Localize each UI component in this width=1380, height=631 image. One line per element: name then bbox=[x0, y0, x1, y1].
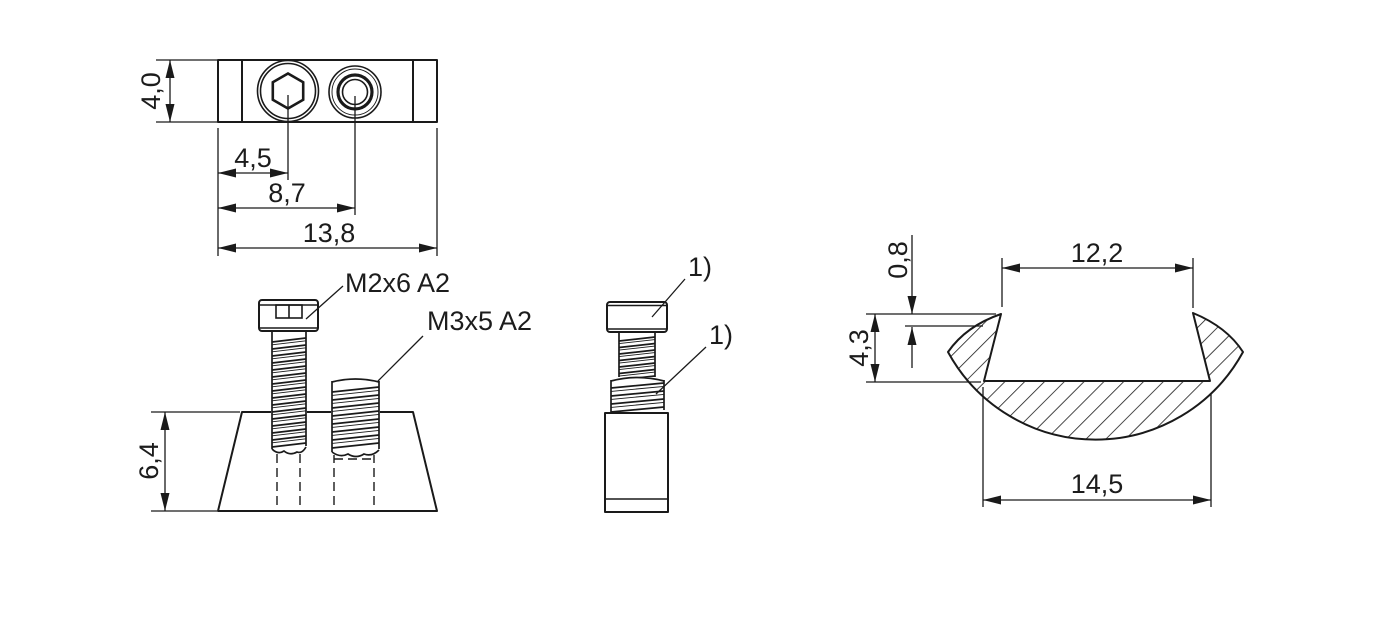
dimension-depth-4-3: 4,3 bbox=[844, 313, 996, 383]
arrowhead bbox=[165, 60, 175, 78]
callout-label-1: 1) bbox=[688, 252, 712, 282]
screw-stack-side-view: 1) 1) bbox=[604, 252, 733, 513]
callout-thread: 1) bbox=[655, 320, 733, 395]
leader-line bbox=[377, 335, 424, 382]
dim-label-width: 13,8 bbox=[303, 218, 356, 248]
dimension-base-width-14-5: 14,5 bbox=[982, 387, 1212, 507]
arrowhead bbox=[218, 203, 236, 213]
arrowhead bbox=[907, 296, 917, 314]
dimension-height-4-0: 4,0 bbox=[136, 59, 219, 123]
cylinder-block bbox=[604, 412, 669, 513]
nut-body-outline bbox=[217, 59, 438, 123]
arrowhead bbox=[1002, 263, 1020, 273]
dimension-width-13-8: 13,8 bbox=[218, 218, 437, 253]
screw-label-m2: M2x6 A2 bbox=[305, 268, 450, 320]
arrowhead bbox=[218, 243, 236, 253]
arrowhead bbox=[870, 314, 880, 332]
nut-front-view: M2x6 A2 M3x5 A2 6,4 bbox=[134, 268, 532, 512]
dim-label-hole1: 4,5 bbox=[234, 143, 272, 173]
dim-label-height: 6,4 bbox=[134, 442, 164, 480]
leader-line bbox=[305, 285, 344, 320]
m3-thread-side bbox=[610, 376, 665, 414]
nut-trapezoid-outline bbox=[217, 411, 438, 512]
hatched-profile-body bbox=[947, 312, 1244, 441]
arrowhead bbox=[1193, 495, 1211, 505]
arrowhead bbox=[165, 104, 175, 122]
m3-set-screw bbox=[331, 378, 380, 458]
arrowhead bbox=[870, 364, 880, 382]
dim-label-height: 4,0 bbox=[136, 72, 166, 110]
dim-label-depth: 4,3 bbox=[844, 329, 874, 367]
m2-screw-head bbox=[258, 299, 319, 332]
arrowhead bbox=[160, 493, 170, 511]
dim-label-slot-width: 12,2 bbox=[1071, 238, 1124, 268]
label-m3x5: M3x5 A2 bbox=[427, 306, 532, 336]
arrowhead bbox=[907, 327, 917, 345]
callout-label-2: 1) bbox=[709, 320, 733, 350]
label-m2x6: M2x6 A2 bbox=[345, 268, 450, 298]
m2-thread-side bbox=[618, 332, 656, 382]
dimension-slot-width-12-2: 12,2 bbox=[1001, 238, 1194, 308]
screw-head-side bbox=[606, 301, 668, 333]
arrowhead bbox=[270, 168, 288, 178]
slot-profile-section: 12,2 0,8 4,3 14,5 bbox=[844, 235, 1244, 507]
screw-label-m3: M3x5 A2 bbox=[377, 306, 532, 382]
m2-screw bbox=[258, 299, 319, 455]
arrowhead bbox=[160, 412, 170, 430]
leader-line bbox=[651, 278, 686, 318]
dim-label-hole2: 8,7 bbox=[268, 178, 306, 208]
dimension-hole1-4-5: 4,5 bbox=[218, 143, 288, 178]
dimension-hole2-8-7: 8,7 bbox=[218, 178, 355, 213]
arrowhead bbox=[983, 495, 1001, 505]
dimension-height-6-4: 6,4 bbox=[134, 411, 240, 512]
dimension-lip-0-8: 0,8 bbox=[883, 235, 983, 368]
callout-head: 1) bbox=[651, 252, 712, 318]
dim-label-lip: 0,8 bbox=[883, 241, 913, 279]
nut-top-view: 4,0 4,5 8,7 13,8 bbox=[136, 59, 438, 256]
arrowhead bbox=[419, 243, 437, 253]
arrowhead bbox=[1175, 263, 1193, 273]
arrowhead bbox=[218, 168, 236, 178]
arrowhead bbox=[337, 203, 355, 213]
leader-line bbox=[655, 346, 707, 395]
dim-label-base-width: 14,5 bbox=[1071, 469, 1124, 499]
